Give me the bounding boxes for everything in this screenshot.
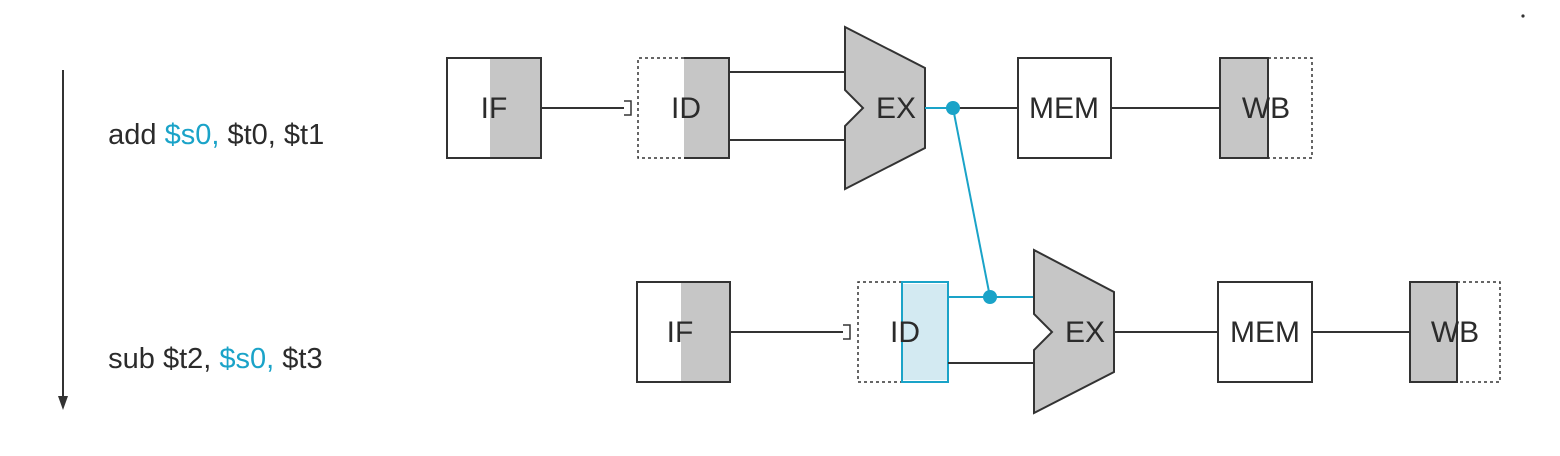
forwarding-path bbox=[946, 101, 997, 304]
forward-dest-dot bbox=[983, 290, 997, 304]
if-stage-sub: IF bbox=[636, 281, 731, 383]
mem-label-sub: MEM bbox=[1230, 316, 1300, 349]
id-stage-add: ID bbox=[637, 57, 730, 159]
if-label-add: IF bbox=[481, 92, 508, 125]
ex-label-add: EX bbox=[876, 92, 916, 125]
add-opcode: add bbox=[108, 119, 165, 151]
sub-operands: $t3 bbox=[274, 343, 323, 375]
add-dest-register: $s0, bbox=[164, 119, 220, 151]
id-label-sub: ID bbox=[890, 316, 920, 349]
mem-stage-sub: MEM bbox=[1217, 281, 1313, 383]
if-label-sub: IF bbox=[667, 316, 694, 349]
mem-label-add: MEM bbox=[1029, 92, 1099, 125]
clock-notch-sub bbox=[843, 324, 851, 340]
sub-opcode: sub $t2, bbox=[108, 343, 220, 375]
id-label-add: ID bbox=[671, 92, 701, 125]
id-stage-sub: ID bbox=[857, 281, 949, 383]
wb-label-sub: WB bbox=[1431, 316, 1479, 349]
ex-label-sub: EX bbox=[1065, 316, 1105, 349]
instruction-add: add $s0, $t0, $t1 bbox=[92, 86, 324, 152]
pipeline-row-sub: IF ID EX MEM WB bbox=[636, 248, 1501, 415]
forward-source-dot bbox=[946, 101, 960, 115]
sub-src-register: $s0, bbox=[219, 343, 275, 375]
instruction-sub: sub $t2, $s0, $t3 bbox=[92, 310, 323, 376]
pipeline-row-add: IF ID EX MEM WB bbox=[446, 25, 1313, 191]
add-operands: $t0, $t1 bbox=[219, 119, 325, 151]
stray-dot bbox=[1521, 14, 1525, 18]
ex-stage-sub: EX bbox=[1033, 248, 1115, 415]
if-stage-add: IF bbox=[446, 57, 542, 159]
wb-label-add: WB bbox=[1242, 92, 1290, 125]
wb-stage-add: WB bbox=[1219, 57, 1313, 159]
mem-stage-add: MEM bbox=[1017, 57, 1112, 159]
ex-stage-add: EX bbox=[844, 25, 926, 191]
wb-stage-sub: WB bbox=[1409, 281, 1501, 383]
time-arrow bbox=[58, 70, 68, 410]
clock-notch-add bbox=[624, 100, 632, 116]
